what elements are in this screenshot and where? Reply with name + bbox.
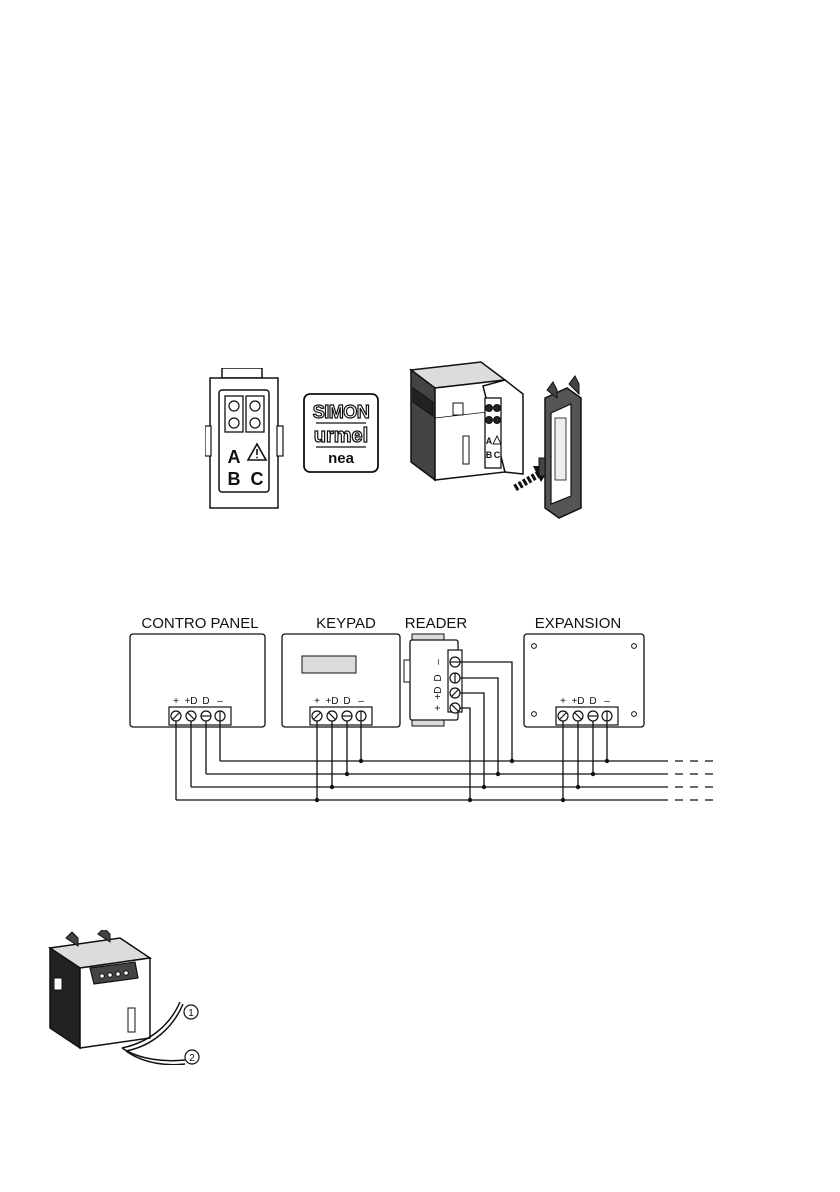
- callout-2: 2: [185, 1050, 199, 1064]
- keypad-display: [302, 656, 356, 673]
- bus-wiring-diagram: CONTRO PANEL + +D D – KEYPAD + +D D – RE…: [120, 610, 725, 820]
- control-panel-terminal-label: +D: [184, 696, 197, 707]
- reader-terminal-label: D: [433, 674, 444, 681]
- callout-2-text: 2: [189, 1053, 195, 1064]
- bus-junction-dots: [315, 759, 609, 802]
- control-panel-terminal-label: –: [217, 696, 223, 707]
- keypad-terminal-label: –: [358, 696, 364, 707]
- keypad-terminal-label: +: [314, 696, 320, 707]
- keypad-terminal-label: D: [343, 696, 350, 707]
- label-b: B: [228, 469, 241, 489]
- control-panel-terminal-label: D: [202, 696, 209, 707]
- module-label-a: A: [486, 436, 493, 446]
- expansion-terminal-label: +D: [571, 696, 584, 707]
- expansion-terminal-label: –: [604, 696, 610, 707]
- logo-line-nea: nea: [328, 450, 355, 467]
- module-label-c: C: [494, 450, 501, 460]
- callout-1: 1: [184, 1005, 198, 1019]
- reader-terminal-label: –: [433, 659, 444, 665]
- expansion-title: EXPANSION: [535, 615, 621, 632]
- logo-line-simon: SIMON: [313, 402, 370, 422]
- control-panel-title: CONTRO PANEL: [141, 615, 258, 632]
- module-wire-loop: 1 2: [40, 930, 220, 1065]
- brand-logo-plate: SIMON urmel nea: [302, 392, 380, 474]
- keypad-terminal-label: +D: [325, 696, 338, 707]
- reader-terminal-label: +: [433, 705, 444, 711]
- logo-line-urmel: urmel: [314, 425, 368, 447]
- expansion-terminal-label: D: [589, 696, 596, 707]
- expansion-terminal-label: +: [560, 696, 566, 707]
- reader-terminal-label: +D: [433, 686, 444, 699]
- control-panel-terminal-label: +: [173, 696, 179, 707]
- module-front-view: A B C: [205, 368, 285, 510]
- module-frame-assembly: A B C: [405, 358, 590, 528]
- reader-title: READER: [405, 615, 468, 632]
- module-label-b: B: [486, 450, 493, 460]
- label-c: C: [251, 469, 264, 489]
- bus-continuation-dashes: [660, 761, 720, 800]
- callout-1-text: 1: [188, 1008, 194, 1019]
- keypad-title: KEYPAD: [316, 615, 376, 632]
- label-a: A: [228, 447, 241, 467]
